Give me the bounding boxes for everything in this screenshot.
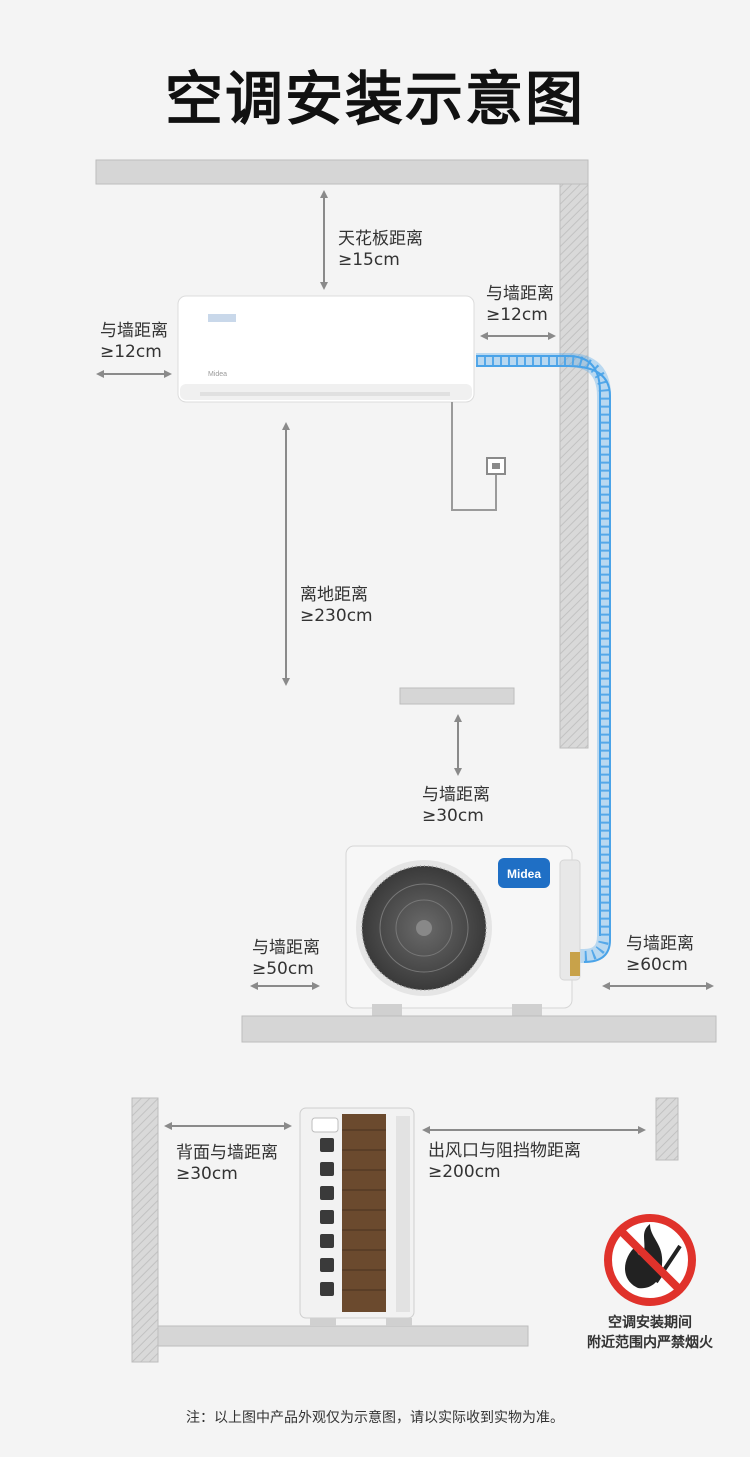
right-wall-distance-label: 与墙距离≥12cm bbox=[486, 284, 554, 325]
no-fire-icon bbox=[604, 1214, 696, 1306]
footnote: 注：以上图中产品外观仅为示意图，请以实际收到实物为准。 bbox=[186, 1410, 564, 1426]
indoor-brand-text: Midea bbox=[208, 371, 227, 378]
power-cord bbox=[451, 402, 506, 511]
ceiling-wall bbox=[95, 159, 589, 749]
outdoor-unit-side bbox=[299, 1107, 415, 1326]
outlet-distance-label: 出风口与阻挡物距离≥200cm bbox=[428, 1141, 581, 1182]
indoor-unit bbox=[177, 295, 475, 403]
outdoor-left-distance-label: 与墙距离≥50cm bbox=[252, 938, 320, 979]
ceiling-distance-label: 天花板距离≥15cm bbox=[338, 229, 423, 270]
left-wall-distance-label: 与墙距离≥12cm bbox=[100, 321, 168, 362]
fire-warning-text: 空调安装期间附近范围内严禁烟火 bbox=[587, 1315, 713, 1351]
outdoor-unit bbox=[345, 845, 581, 1016]
outdoor-top-wall bbox=[399, 687, 515, 705]
refrigerant-pipe bbox=[476, 353, 611, 963]
outdoor-right-distance-label: 与墙距离≥60cm bbox=[626, 934, 694, 975]
outdoor-brand-logo: Midea bbox=[507, 867, 541, 881]
floor-distance-label: 离地距离≥230cm bbox=[300, 585, 373, 626]
outdoor-top-distance-label: 与墙距离≥30cm bbox=[422, 785, 490, 826]
bottom-walls bbox=[131, 1097, 679, 1363]
back-wall-distance-label: 背面与墙距离≥30cm bbox=[176, 1143, 278, 1184]
page-title: 空调安装示意图 bbox=[164, 65, 585, 133]
ground-slab bbox=[241, 1015, 717, 1043]
